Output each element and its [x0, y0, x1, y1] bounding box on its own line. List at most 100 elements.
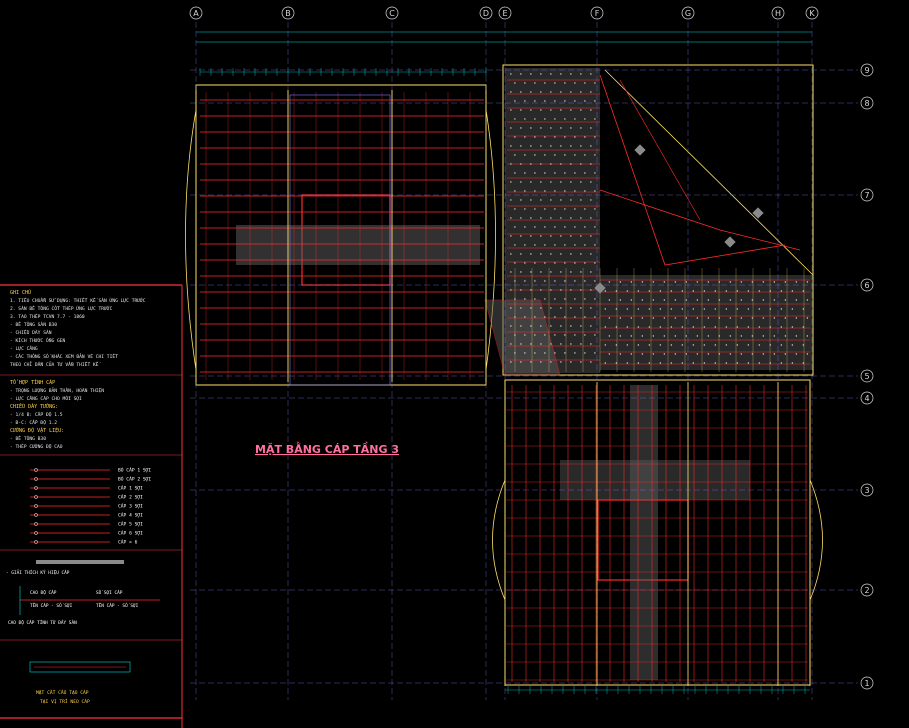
- hatch-dot: [554, 154, 556, 156]
- hatch-dot: [692, 308, 695, 310]
- hatch-dot: [584, 118, 586, 120]
- hatch-dot: [510, 109, 512, 111]
- hatch-dot: [584, 154, 586, 156]
- hatch-dot: [544, 334, 546, 336]
- grid-bubble: [860, 391, 874, 405]
- hatch-dot: [514, 172, 516, 174]
- hatch-dot: [619, 353, 622, 355]
- hatch-dot: [707, 299, 710, 301]
- cable-symbol-left-label: CAO ĐỘ CÁP: [30, 588, 57, 596]
- grid-row-label: 7: [864, 191, 869, 200]
- hatch-dot: [594, 154, 596, 156]
- hatch-dot: [544, 190, 546, 192]
- hatch-dot: [540, 163, 542, 165]
- hatch-dot: [570, 343, 572, 345]
- hatch-dot: [554, 100, 556, 102]
- hatch-dot: [580, 91, 582, 93]
- hatch-dot: [769, 308, 772, 310]
- hatch-dot: [560, 235, 562, 237]
- notes-heading: GHI CHÚ: [10, 289, 31, 296]
- hatch-dot: [550, 73, 552, 75]
- hatch-dot: [580, 181, 582, 183]
- hatch-dot: [580, 73, 582, 75]
- hatch-dot: [681, 308, 684, 310]
- hatch-dot: [663, 281, 666, 283]
- notes-line: 1. TIÊU CHUẨN SỬ DỤNG: THIẾT KẾ SÀN ỨNG …: [10, 296, 146, 304]
- hatch-dot: [540, 361, 542, 363]
- grid-bubble: [860, 278, 874, 292]
- cable-layer: [195, 73, 811, 686]
- hatch-dot: [570, 109, 572, 111]
- hatch-dot: [570, 289, 572, 291]
- hatch-dot: [580, 235, 582, 237]
- block-upper-right: [502, 64, 814, 376]
- hatch-dot: [773, 335, 776, 337]
- cable-symbol-right-label: SỐ SỢI CÁP: [96, 589, 123, 596]
- hatch-dot: [574, 154, 576, 156]
- hatch-dot: [769, 290, 772, 292]
- hatch-dot: [570, 181, 572, 183]
- grid-bubble: [860, 188, 874, 202]
- grid-bubble: [860, 483, 874, 497]
- hatch-dot: [608, 335, 611, 337]
- hatch-dot: [554, 172, 556, 174]
- grid-bubble: [860, 96, 874, 110]
- hatch-dot: [570, 73, 572, 75]
- hatch-dot: [802, 344, 805, 346]
- hatch-dot: [652, 299, 655, 301]
- hatch-dot: [574, 136, 576, 138]
- hatch-dot: [530, 361, 532, 363]
- hatch-dot: [570, 271, 572, 273]
- params-line: - TRỌNG LƯỢNG BẢN THÂN, HOÀN THIỆN: [10, 386, 104, 394]
- hatch-dot: [540, 109, 542, 111]
- hatch-dot: [674, 299, 677, 301]
- hatch-dot: [520, 181, 522, 183]
- hatch-dot: [604, 344, 607, 346]
- hatch-dot: [685, 317, 688, 319]
- hatch-dot: [604, 290, 607, 292]
- hatch-dot: [564, 172, 566, 174]
- legend-label: CÁP > 6: [118, 539, 138, 546]
- hatch-dot: [564, 136, 566, 138]
- hatch-dot: [594, 100, 596, 102]
- hatch-dot: [510, 181, 512, 183]
- grid-row-label: 5: [864, 372, 869, 381]
- hatch-dot: [692, 326, 695, 328]
- hatch-dot: [681, 362, 684, 364]
- hatch-dot: [534, 190, 536, 192]
- hatch-dot: [514, 190, 516, 192]
- hatch-dot: [524, 136, 526, 138]
- hatch-dot: [590, 361, 592, 363]
- hatch-dot: [544, 280, 546, 282]
- hatch-dot: [534, 82, 536, 84]
- hatch-dot: [520, 235, 522, 237]
- drawing-title: MẶT BẰNG CÁP TẦNG 3: [255, 441, 399, 456]
- hatch-dot: [554, 208, 556, 210]
- hatch-dot: [670, 290, 673, 292]
- hatch-dot: [560, 289, 562, 291]
- hatch-dot: [564, 316, 566, 318]
- hatch-dot: [580, 109, 582, 111]
- hatch-dot: [594, 226, 596, 228]
- hatch-dot: [648, 344, 651, 346]
- hatch-dot: [626, 308, 629, 310]
- legend-swatch-marker: [34, 486, 38, 490]
- hatch-dot: [530, 109, 532, 111]
- params-line: - THÉP CƯỜNG ĐỘ CAO: [10, 442, 63, 450]
- hatch-dot: [762, 353, 765, 355]
- hatch-dot: [685, 353, 688, 355]
- hatch-dot: [534, 316, 536, 318]
- hatch-dot: [550, 91, 552, 93]
- legend-label: BÓ CÁP 2 SỢI: [118, 476, 151, 483]
- hatch-dot: [751, 335, 754, 337]
- hatch-dot: [594, 298, 596, 300]
- grid-row-label: 3: [864, 486, 869, 495]
- hatch-dot: [510, 73, 512, 75]
- hatch-dot: [574, 208, 576, 210]
- hatch-dot: [554, 118, 556, 120]
- hatch-dot: [544, 118, 546, 120]
- hatch-dot: [791, 344, 794, 346]
- hatch-dot: [540, 127, 542, 129]
- hatch-dot: [594, 352, 596, 354]
